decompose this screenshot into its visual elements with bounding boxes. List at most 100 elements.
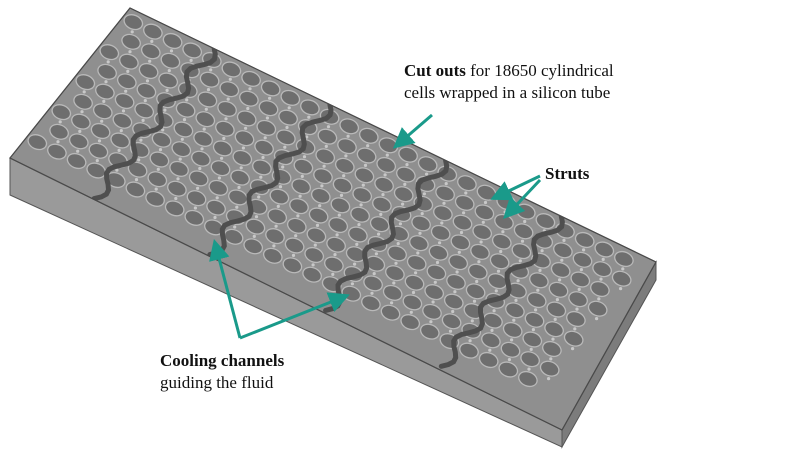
cell-cutout: [286, 217, 307, 234]
cell-cutout: [350, 206, 370, 223]
cell-cutout: [518, 370, 538, 388]
cell-cutout: [289, 198, 309, 215]
strut: [381, 193, 385, 197]
strut: [226, 97, 230, 101]
cell-cutout: [587, 300, 608, 317]
cell-cutout: [426, 264, 447, 281]
cooling-label-line2: guiding the fluid: [160, 373, 274, 392]
strut: [254, 215, 259, 219]
strut: [58, 120, 62, 124]
cell-cutout: [284, 237, 305, 254]
cell-cutout: [68, 133, 89, 150]
cell-cutout: [417, 156, 438, 173]
strut: [169, 49, 174, 53]
strut: [414, 271, 418, 275]
cell-cutout: [97, 63, 117, 80]
cell-cutout: [400, 314, 421, 331]
cell-cutout: [563, 330, 584, 347]
strut: [128, 50, 132, 54]
strut: [492, 309, 496, 313]
cell-cutout: [119, 53, 139, 70]
cell-cutout: [409, 235, 429, 252]
strut: [124, 89, 128, 93]
cell-cutout: [267, 208, 288, 225]
struts-arrow-lower: [503, 178, 542, 220]
strut: [342, 174, 346, 178]
strut: [425, 172, 429, 176]
cell-cutout: [470, 243, 490, 260]
cell-cutout: [387, 245, 407, 262]
cell-cutout: [175, 101, 196, 118]
strut: [320, 184, 324, 188]
strut: [551, 337, 555, 341]
cell-cutout: [308, 207, 329, 224]
strut: [224, 117, 228, 121]
strut: [438, 241, 442, 245]
strut: [394, 261, 398, 265]
cell-cutout: [75, 74, 96, 91]
strut: [514, 298, 518, 302]
strut: [411, 290, 416, 295]
cell-cutout: [467, 263, 488, 280]
strut: [496, 269, 501, 273]
cell-cutout: [328, 216, 349, 234]
strut: [481, 220, 485, 224]
strut: [302, 155, 307, 159]
strut: [305, 135, 309, 139]
cell-cutout: [114, 92, 135, 110]
strut: [370, 291, 374, 295]
cell-cutout: [572, 251, 593, 268]
cell-cutout: [363, 275, 383, 292]
cell-cutout: [396, 166, 416, 183]
cell-cutout: [334, 157, 355, 174]
cell-cutout: [450, 234, 471, 251]
strut: [385, 153, 389, 157]
strut: [518, 259, 522, 263]
cell-cutout: [443, 293, 464, 310]
strut: [366, 144, 370, 148]
strut: [156, 167, 160, 171]
cell-cutout: [326, 236, 346, 253]
cell-cutout: [522, 331, 543, 348]
cooling-arrow-right: [239, 292, 350, 340]
strut: [100, 119, 104, 123]
cell-cutout: [330, 197, 351, 214]
cell-cutout: [422, 303, 442, 320]
cell-cutout: [430, 224, 451, 241]
cell-cutout: [535, 213, 556, 230]
strut: [121, 109, 126, 113]
cooling-channel-2: [207, 102, 334, 257]
cell-cutout: [548, 281, 569, 298]
strut: [281, 165, 285, 169]
strut: [357, 223, 361, 227]
cell-cutout: [472, 224, 493, 241]
strut: [420, 212, 424, 216]
strut: [335, 233, 339, 237]
strut: [444, 182, 448, 186]
strut: [538, 268, 542, 272]
strut: [222, 136, 226, 141]
cell-cutout: [474, 204, 495, 221]
strut: [318, 204, 322, 208]
cell-cutout: [529, 272, 549, 289]
cell-cutout: [291, 178, 312, 195]
cell-cutout: [206, 199, 226, 216]
strut: [150, 39, 154, 44]
cell-cutout: [171, 141, 192, 158]
cell-cutout: [526, 291, 547, 309]
strut: [379, 212, 383, 216]
strut: [252, 234, 256, 238]
cell-cutout: [332, 177, 353, 194]
strut: [176, 177, 180, 181]
strut: [560, 258, 564, 262]
strut: [501, 230, 505, 234]
strut: [510, 338, 514, 342]
strut: [529, 347, 533, 351]
strut: [363, 163, 368, 167]
cell-cutout: [302, 266, 322, 283]
cell-cutout: [125, 181, 146, 198]
cell-cutout: [448, 254, 469, 271]
cell-cutout: [402, 294, 423, 311]
cell-cutout: [136, 82, 157, 99]
